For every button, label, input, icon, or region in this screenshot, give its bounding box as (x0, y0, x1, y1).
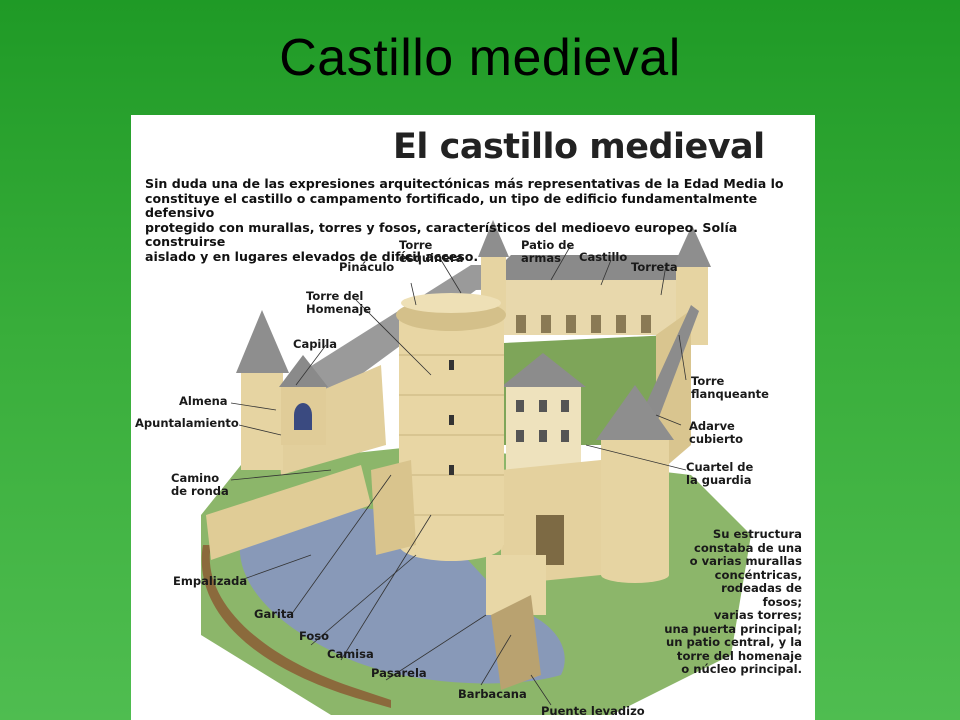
label-pasarela: Pasarela (371, 666, 427, 680)
label-castillo: Castillo (579, 250, 628, 264)
label-pinaculo: Pináculo (339, 260, 395, 274)
label-foso: Foso (299, 629, 330, 643)
label-camisa: Camisa (327, 647, 374, 661)
label-camino-de-ronda: Camino de ronda (171, 471, 229, 498)
castle-illustration (201, 220, 751, 715)
label-puente-levadizo: Puente levadizo (541, 704, 645, 718)
poster-heading: El castillo medieval (393, 127, 765, 167)
label-apuntalamiento: Apuntalamiento (135, 416, 239, 430)
label-empalizada: Empalizada (173, 574, 248, 588)
label-torre-esquinera: Torre esquinera (399, 238, 464, 265)
castle-poster: El castillo medieval Sin duda una de las… (131, 115, 815, 720)
label-torre-del-homenaje: Torre del Homenaje (306, 289, 371, 316)
label-barbacana: Barbacana (458, 687, 527, 701)
label-cuartel-de-la-guardia: Cuartel de la guardia (686, 460, 754, 487)
poster-intro-text: Sin duda una de las expresiones arquitec… (145, 176, 784, 264)
summary-text: Su estructura constaba de una o varias m… (664, 527, 802, 676)
label-capilla: Capilla (293, 337, 338, 351)
label-almena: Almena (179, 394, 228, 408)
label-adarve-cubierto: Adarve cubierto (689, 419, 744, 446)
label-torreta: Torreta (631, 260, 678, 274)
label-garita: Garita (254, 607, 295, 621)
label-torre-flanqueante: Torre flanqueante (691, 374, 769, 401)
slide-title: Castillo medieval (279, 29, 681, 87)
label-patio-de-armas: Patio de armas (521, 238, 575, 265)
